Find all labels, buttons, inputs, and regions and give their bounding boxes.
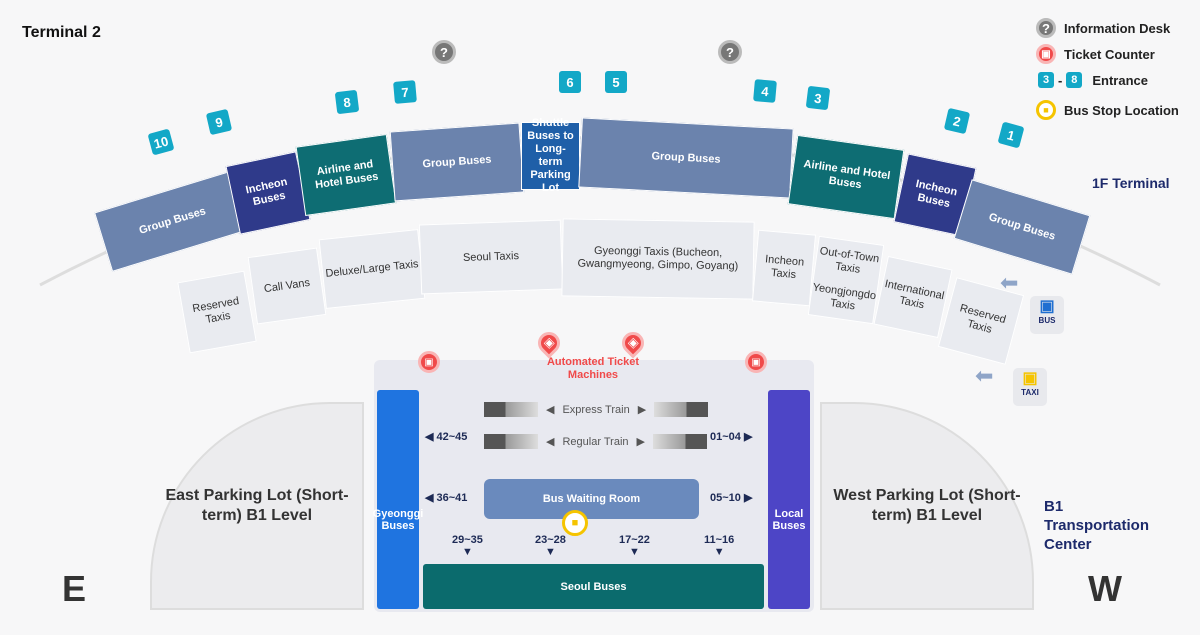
legend-label: Information Desk [1064,20,1171,36]
bus-stop-icon: ■ [1036,100,1056,120]
zone-local-buses: Local Buses [768,390,810,609]
bus-waiting-room: Bus Waiting Room [484,479,699,519]
arrow-down-icon: ▼ [713,546,725,558]
information-desk-icon[interactable]: ? [432,40,456,64]
train-icon [654,402,709,417]
arrow-right-icon: ▶ [637,404,647,416]
gate-01-04: 01~04 ▶ [710,431,753,443]
regular-train: ◀ Regular Train ▶ [484,434,707,449]
entrance-6: 6 [559,71,581,93]
legend-bus-stop: ■ Bus Stop Location [1036,100,1179,120]
arrow-down-icon: ▼ [462,546,473,558]
ticket-counter-icon: ▣ [1036,44,1056,64]
arrow-right-icon: ▶ [636,436,645,448]
bus-icon: ▣BUS [1030,296,1064,334]
regular-train-label: Regular Train [562,435,629,448]
gate-11-16: 11~16▼ [704,534,734,558]
zone-gyeonggi-taxis: Gyeonggi Taxis (Bucheon, Gwangmyeong, Gi… [561,218,755,300]
entrance-icon: 3 [1038,72,1054,88]
terminal-1f-label: 1F Terminal [1092,175,1170,191]
page-title: Terminal 2 [22,24,101,41]
entrance-5: 5 [605,71,627,93]
ticket-counter-icon[interactable]: ▣ [745,351,767,373]
zone-out-of-town-taxis: Out-of-Town Taxis [819,244,881,276]
arrow-left-icon: ◀ [546,436,555,448]
gate-23-28: 23~28▼ [535,534,566,558]
automated-ticket-machines-label: Automated Ticket Machines [546,356,640,381]
zone-reserved-taxis: Reserved Taxis [177,270,257,354]
zone-yeongjongdo-taxis: Yeongjongdo Taxis [811,281,877,312]
zone-airline-hotel-buses: Airline and Hotel Buses [295,133,397,217]
legend-info: ? Information Desk [1036,18,1170,38]
gate-label: 23~28 [535,534,566,546]
train-icon [484,402,538,417]
train-icon [652,434,707,449]
ticket-counter-icon[interactable]: ▣ [418,351,440,373]
zone-group-buses: Group Buses [389,122,525,202]
zone-seoul-taxis: Seoul Taxis [418,219,564,295]
gate-label: 11~16 [704,534,735,546]
gate-17-22: 17~22▼ [619,534,650,558]
legend-label: Bus Stop Location [1064,102,1179,118]
b1-transportation-center-label: B1 Transportation Center [1044,498,1150,553]
zone-group-buses: Group Buses [578,117,794,199]
bus-stop-location-icon[interactable]: ■ [562,510,588,536]
gate-label: 29~35 [452,534,483,546]
information-desk-icon[interactable]: ? [718,40,742,64]
zone-deluxe-large-taxis: Deluxe/Large Taxis [318,228,426,310]
west-label: W [1088,568,1122,609]
arrow-left-icon: ⬅ [1000,270,1019,295]
train-icon [484,434,538,449]
legend-label: Entrance [1092,72,1148,88]
zone-seoul-buses: Seoul Buses [423,564,764,609]
information-desk-icon: ? [1036,18,1056,38]
entrance-icon: 8 [1066,72,1083,88]
zone-gyeonggi-buses: Gyeonggi Buses [373,390,423,609]
zone-airline-hotel-buses: Airline and Hotel Buses [787,134,905,220]
gate-29-35: 29~35▼ [452,534,483,558]
zone-call-vans: Call Vans [247,247,327,325]
arrow-left-icon: ⬅ [975,363,994,388]
express-train-label: Express Train [562,403,630,416]
east-label: E [62,568,87,609]
legend-ticket: ▣ Ticket Counter [1036,44,1155,64]
legend-label: Ticket Counter [1064,46,1155,62]
zone-incheon-taxis: Incheon Taxis [751,229,817,307]
zone-shuttle-buses: Shuttle Buses to Long-term Parking Lot [521,117,580,194]
gate-05-10: 05~10 ▶ [710,492,753,504]
bus-label: BUS [1038,316,1056,325]
gate-42-45: ◀ 42~45 [425,431,468,443]
arrow-down-icon: ▼ [629,546,640,558]
arrow-down-icon: ▼ [545,546,556,558]
gate-36-41: ◀ 36~41 [425,492,468,504]
gate-label: 17~22 [619,534,650,546]
taxi-icon: ▣TAXI [1013,368,1047,406]
arrow-left-icon: ◀ [546,404,555,416]
taxi-label: TAXI [1021,388,1039,397]
express-train: ◀ Express Train ▶ [484,402,709,417]
